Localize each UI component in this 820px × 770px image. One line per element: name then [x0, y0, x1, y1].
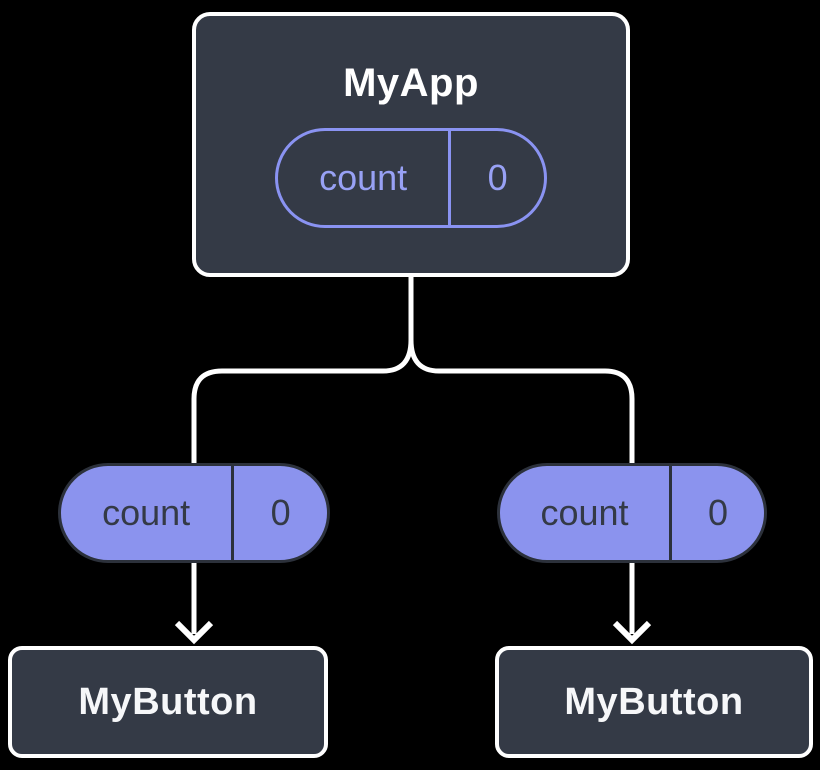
- mybutton-node-title: MyButton: [78, 680, 258, 723]
- left-branch-line: [191, 339, 414, 466]
- mybutton-node-title: MyButton: [564, 680, 744, 723]
- myapp-state-pill: count 0: [275, 128, 547, 228]
- left-prop-pill: count 0: [58, 463, 330, 563]
- myapp-node: MyApp count 0: [192, 12, 630, 277]
- state-name-cell: count: [278, 131, 452, 225]
- state-value-cell: 0: [270, 492, 291, 533]
- state-name-cell: count: [61, 466, 235, 560]
- myapp-node-title: MyApp: [343, 61, 479, 105]
- right-arrowhead-icon: [612, 620, 652, 645]
- left-mybutton-node: MyButton: [8, 646, 328, 758]
- left-arrowhead-icon: [174, 620, 214, 645]
- right-prop-pill: count 0: [497, 463, 767, 563]
- state-value-cell: 0: [487, 157, 508, 198]
- right-branch-line: [408, 339, 635, 466]
- right-mybutton-node: MyButton: [495, 646, 813, 758]
- state-value-cell: 0: [707, 492, 728, 533]
- state-name-cell: count: [500, 466, 672, 560]
